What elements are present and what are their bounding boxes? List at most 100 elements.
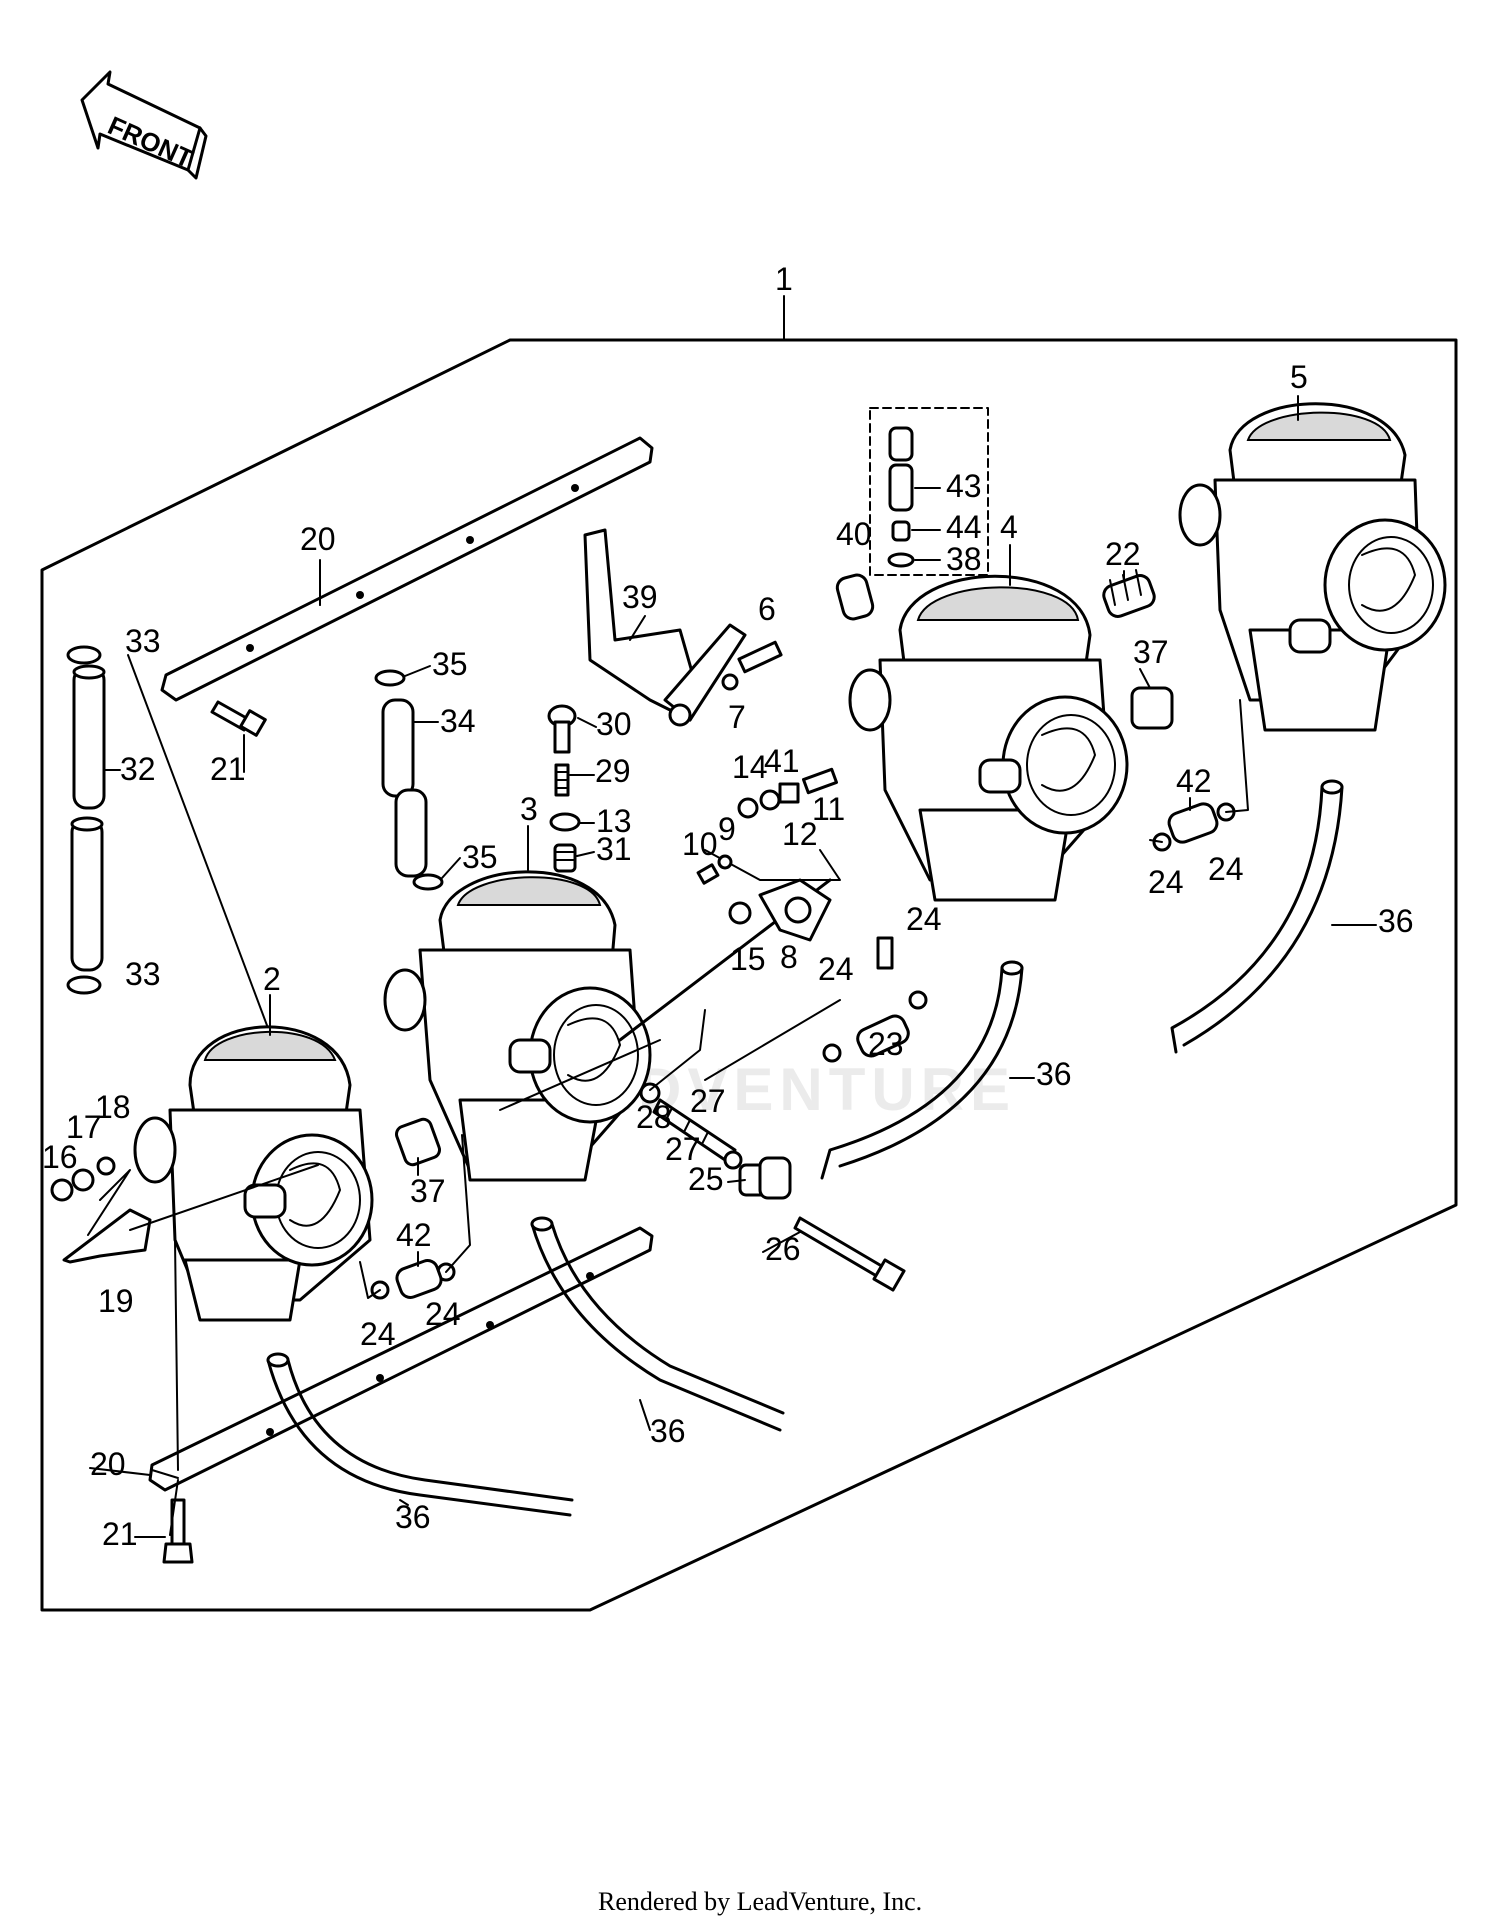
callout-1: 1	[775, 261, 793, 297]
footer-credit: Rendered by LeadVenture, Inc.	[598, 1887, 922, 1916]
callout-2: 2	[263, 961, 281, 997]
callout-22: 22	[1105, 536, 1141, 572]
callout-21-upper: 21	[210, 751, 246, 787]
callout-29: 29	[595, 753, 631, 789]
washer-17	[71, 1168, 95, 1192]
callout-28: 28	[636, 1099, 672, 1135]
callout-26: 26	[765, 1231, 801, 1267]
callout-12: 12	[782, 816, 818, 852]
callout-27-lower: 27	[665, 1131, 701, 1167]
callout-23: 23	[868, 1026, 904, 1062]
callout-9: 9	[718, 811, 736, 847]
callout-25: 25	[688, 1161, 724, 1197]
callout-24-e: 24	[1148, 864, 1184, 900]
tube-32-lower	[70, 816, 104, 972]
callout-41: 41	[764, 743, 800, 779]
callout-42-left: 42	[396, 1217, 432, 1253]
callout-36-d: 36	[1378, 903, 1414, 939]
washer-7	[721, 673, 739, 691]
screw-21-lower	[162, 1498, 194, 1564]
callout-37-right: 37	[1133, 634, 1169, 670]
callout-13: 13	[596, 803, 632, 839]
callout-38: 38	[946, 541, 982, 577]
oring-24-a	[822, 1043, 842, 1063]
callout-35-lower: 35	[462, 839, 498, 875]
clip-35-lower	[412, 873, 444, 891]
callout-16: 16	[42, 1139, 78, 1175]
callout-44: 44	[946, 509, 982, 545]
washer-41	[759, 789, 781, 811]
carburetor-4	[848, 574, 1129, 902]
callout-24-f: 24	[1208, 851, 1244, 887]
screw-10	[696, 863, 720, 885]
hose-36-c	[820, 960, 1024, 1180]
callout-40: 40	[836, 516, 872, 552]
callout-24-b: 24	[906, 901, 942, 937]
linkage-bracket-39	[583, 528, 747, 727]
jet-44	[891, 520, 911, 542]
nut-12	[778, 782, 800, 804]
tube-34	[381, 698, 428, 878]
screw-21-upper	[210, 700, 267, 737]
callout-31: 31	[596, 831, 632, 867]
callout-18: 18	[95, 1089, 131, 1125]
hose-36-b	[530, 1216, 785, 1432]
callout-32: 32	[120, 751, 156, 787]
callout-5: 5	[1290, 359, 1308, 395]
callout-labels: 1 2 3 4 5 6 7 8 9 10 11 12 13 14 15 16 1…	[42, 261, 1414, 1552]
callout-30: 30	[596, 706, 632, 742]
joint-42-left	[395, 1259, 443, 1299]
callout-42-right: 42	[1176, 763, 1212, 799]
callout-33-lower: 33	[125, 956, 161, 992]
callout-3: 3	[520, 791, 538, 827]
carburetor-3	[383, 870, 652, 1182]
callout-24-a: 24	[818, 951, 854, 987]
callout-33-upper: 33	[125, 623, 161, 659]
collar-37-right	[1130, 686, 1174, 730]
callout-36-c: 36	[1036, 1056, 1072, 1092]
callout-39: 39	[622, 579, 658, 615]
clip-33-upper	[66, 645, 102, 665]
callout-36-a: 36	[395, 1499, 431, 1535]
spring-31	[553, 843, 577, 873]
spring-22	[1102, 569, 1156, 618]
callout-11: 11	[812, 791, 845, 827]
fuel-rail-lower	[148, 1226, 654, 1492]
collar-37-left	[394, 1117, 442, 1167]
front-arrow-icon: FRONT	[80, 70, 208, 180]
washer-18	[96, 1156, 116, 1176]
screw-30	[547, 704, 577, 754]
washer-9	[717, 854, 733, 870]
callout-24-d: 24	[425, 1296, 461, 1332]
callout-19: 19	[98, 1283, 134, 1319]
screw-6	[737, 640, 783, 674]
callout-8: 8	[780, 939, 798, 975]
nut-15	[728, 901, 752, 925]
carburetor-2	[133, 1025, 374, 1322]
washer-13	[549, 812, 581, 832]
callout-37-left: 37	[410, 1173, 446, 1209]
carburetor-5	[1178, 402, 1447, 732]
hose-36-a	[266, 1352, 574, 1517]
callout-35-upper: 35	[432, 646, 468, 682]
washer-14	[737, 797, 759, 819]
tube-32-upper	[72, 664, 106, 810]
callout-20-lower: 20	[90, 1446, 126, 1482]
oring-24-b	[908, 990, 928, 1010]
kit-box	[869, 407, 989, 576]
oring-38	[887, 552, 915, 568]
clip-35-upper	[374, 669, 406, 687]
washer-27-upper	[639, 1082, 661, 1104]
clip-33-lower	[66, 975, 102, 995]
nut-16	[50, 1178, 74, 1202]
callout-17: 17	[66, 1109, 102, 1145]
callout-21-lower: 21	[102, 1516, 138, 1552]
callout-43: 43	[946, 468, 982, 504]
callout-10: 10	[682, 826, 718, 862]
bracket-19	[62, 1208, 152, 1264]
hose-36-d	[1170, 779, 1344, 1054]
tube-43a	[888, 426, 914, 462]
callout-7: 7	[728, 699, 746, 735]
callout-14: 14	[732, 749, 768, 785]
